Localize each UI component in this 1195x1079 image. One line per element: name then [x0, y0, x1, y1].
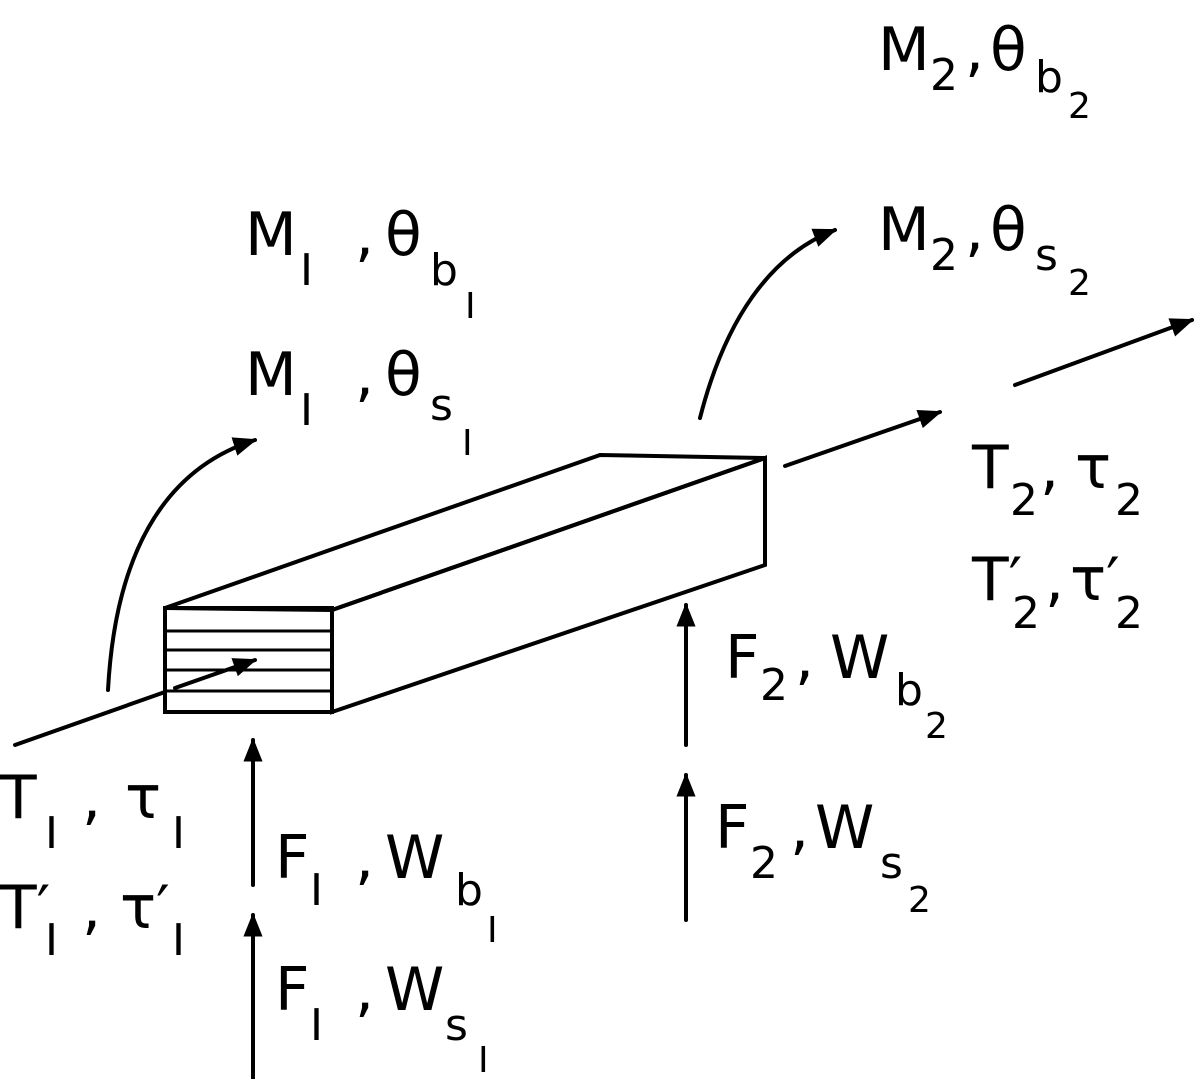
label-glyph: θ — [385, 340, 422, 410]
label-M2-theta-b2: M 2 , θ b 2 — [878, 15, 1091, 127]
axis-arrow-T2 — [1013, 318, 1195, 387]
label-glyph: 2 — [760, 660, 788, 711]
beam-side-face — [330, 455, 767, 715]
label-glyph: , — [355, 823, 374, 893]
label-glyph: I — [45, 808, 58, 859]
label-F1-Ws1: F I , W s I — [275, 955, 489, 1079]
moment-arrow-right — [698, 228, 838, 420]
beam-end-face — [163, 606, 334, 714]
beam-axis — [13, 318, 1195, 747]
label-glyph: , — [965, 195, 984, 265]
label-glyph: 2 — [1115, 588, 1143, 639]
label-glyph: , — [82, 873, 101, 943]
label-glyph: T — [971, 433, 1009, 503]
label-glyph: 2 — [750, 838, 778, 889]
label-glyph: M — [245, 340, 297, 410]
label-glyph: F — [715, 793, 750, 863]
label-glyph: M — [878, 195, 930, 265]
label-glyph: , — [795, 623, 814, 693]
label-glyph: τ — [1075, 433, 1111, 503]
label-glyph: T′ — [0, 873, 50, 943]
label-glyph: F — [275, 955, 310, 1025]
label-glyph: F — [275, 823, 310, 893]
label-glyph: I — [172, 915, 185, 966]
label-glyph: b — [895, 665, 923, 716]
label-glyph: s — [880, 838, 903, 889]
label-glyph: 2 — [1010, 475, 1038, 526]
label-glyph: I — [310, 1000, 323, 1051]
beam-top-face — [164, 452, 766, 613]
label-glyph: I — [300, 245, 313, 296]
label-M2-theta-s2: M 2 , θ s 2 — [878, 195, 1091, 304]
label-T1-tau1: T I , τ I — [0, 763, 185, 859]
label-F2-Ws2: F 2 , W s 2 — [715, 793, 931, 921]
label-glyph: b — [455, 865, 483, 916]
label-glyph: , — [355, 955, 374, 1025]
axis-arrow-tau2 — [783, 410, 943, 468]
label-glyph: W — [815, 793, 874, 863]
label-glyph: 2 — [1068, 263, 1091, 304]
label-glyph: , — [1040, 433, 1059, 503]
label-glyph: τ — [125, 763, 161, 833]
label-glyph: I — [310, 865, 323, 916]
label-glyph: T′ — [971, 545, 1022, 615]
label-glyph: , — [82, 763, 101, 833]
label-glyph: I — [487, 910, 498, 951]
label-T1prime-tau1prime: T′ I , τ′ I — [0, 873, 185, 966]
label-glyph: W — [385, 823, 444, 893]
axis-inner-arrow — [173, 658, 258, 690]
label-F1-Wb1: F I , W b I — [275, 823, 498, 951]
beam — [163, 452, 767, 715]
label-glyph: I — [45, 915, 58, 966]
label-glyph: s — [1035, 230, 1058, 281]
label-glyph: , — [1045, 545, 1064, 615]
label-glyph: τ′ — [120, 873, 170, 943]
label-glyph: θ — [990, 195, 1027, 265]
label-M1-theta-s1: M I , θ s I — [245, 340, 473, 464]
label-glyph: I — [465, 286, 476, 327]
label-T2prime-tau2prime: T′ 2 , τ′ 2 — [971, 545, 1143, 639]
label-glyph: , — [965, 15, 984, 85]
label-glyph: W — [830, 623, 889, 693]
label-glyph: 2 — [1068, 86, 1091, 127]
label-glyph: b — [1035, 52, 1063, 103]
label-glyph: M — [245, 200, 297, 270]
label-glyph: 2 — [925, 706, 948, 747]
label-glyph: I — [300, 385, 313, 436]
label-glyph: s — [445, 1000, 468, 1051]
label-F2-Wb2: F 2 , W b 2 — [725, 623, 948, 747]
label-glyph: θ — [385, 200, 422, 270]
label-glyph: W — [385, 955, 444, 1025]
label-glyph: 2 — [930, 50, 958, 101]
label-glyph: I — [172, 808, 185, 859]
label-glyph: I — [462, 423, 473, 464]
label-glyph: I — [478, 1040, 489, 1079]
label-glyph: 2 — [930, 230, 958, 281]
label-glyph: , — [355, 340, 374, 410]
label-glyph: F — [725, 623, 760, 693]
label-glyph: 2 — [1115, 475, 1143, 526]
label-glyph: τ′ — [1070, 545, 1120, 615]
label-glyph: , — [790, 793, 809, 863]
label-glyph: , — [355, 200, 374, 270]
moment-arrow-left — [106, 437, 258, 692]
label-glyph: 2 — [1012, 588, 1040, 639]
label-glyph: 2 — [908, 880, 931, 921]
label-glyph: θ — [990, 15, 1027, 85]
label-sym: M — [878, 15, 930, 85]
label-glyph: b — [430, 245, 458, 296]
label-M1-theta-b1: M I , θ b I — [245, 200, 476, 327]
label-glyph: s — [430, 380, 453, 431]
label-glyph: T — [0, 763, 37, 833]
axis-left-segment — [13, 690, 167, 747]
label-T2-tau2: T 2 , τ 2 — [971, 433, 1143, 526]
